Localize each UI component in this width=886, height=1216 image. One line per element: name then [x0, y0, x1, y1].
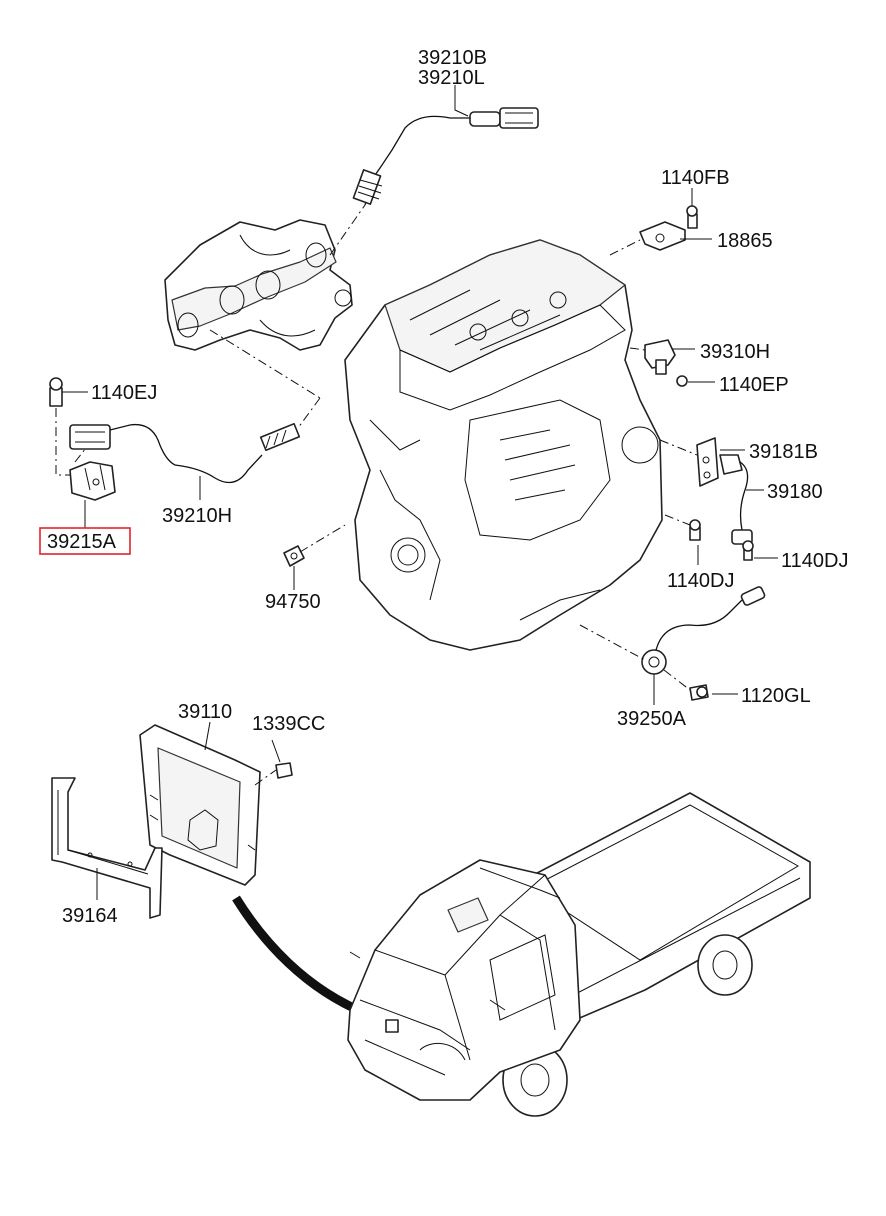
downstream-oxygen-sensor	[69, 422, 301, 484]
callout-1120GL[interactable]: 1120GL	[741, 685, 811, 707]
callout-39164[interactable]: 39164	[62, 905, 118, 927]
upstream-oxygen-sensor	[352, 107, 539, 206]
bolt-1140EJ	[49, 377, 63, 407]
callout-39210H[interactable]: 39210H	[162, 505, 232, 527]
assembly-dashed-lines	[55, 204, 698, 786]
callout-39215A[interactable]: 39215A	[47, 531, 117, 553]
callout-39210L[interactable]: 39210L	[418, 67, 485, 89]
callout-1140DJ-left[interactable]: 1140DJ	[667, 570, 734, 592]
ecu-bracket-39164	[51, 777, 163, 919]
callout-39180[interactable]: 39180	[767, 481, 823, 503]
callout-18865[interactable]: 18865	[717, 230, 773, 252]
callout-1140FB[interactable]: 1140FB	[661, 167, 730, 189]
callout-1339CC[interactable]: 1339CC	[252, 713, 325, 735]
callout-39110[interactable]: 39110	[178, 701, 232, 723]
oil-pressure-switch-94750	[283, 545, 305, 567]
exhaust-manifold	[164, 219, 353, 351]
camshaft-sensor-39310H	[644, 339, 688, 387]
highlight-box-39215A	[39, 527, 131, 555]
bracket-18865	[639, 205, 698, 251]
callout-39250A[interactable]: 39250A	[617, 708, 687, 730]
bracket-39215A	[69, 461, 116, 501]
engine-block	[344, 239, 663, 651]
callout-1140EJ[interactable]: 1140EJ	[91, 382, 157, 404]
callout-94750[interactable]: 94750	[265, 591, 321, 613]
callout-1140EP[interactable]: 1140EP	[719, 374, 789, 396]
callout-1140DJ-right[interactable]: 1140DJ	[781, 550, 848, 572]
callout-39310H[interactable]: 39310H	[700, 341, 770, 363]
knock-sensor-39250A	[641, 586, 766, 701]
callout-labels: 39210B 39210L 1140FB 18865 39310H 1140EP…	[39, 47, 848, 927]
truck-illustration	[347, 792, 811, 1117]
leader-lines	[62, 85, 778, 900]
ecu-39110	[139, 724, 293, 886]
ecu-location-arrow	[232, 895, 372, 1020]
callout-39210B[interactable]: 39210B	[418, 47, 487, 69]
crankshaft-sensor-39180	[689, 437, 754, 561]
callout-39181B[interactable]: 39181B	[749, 441, 818, 463]
